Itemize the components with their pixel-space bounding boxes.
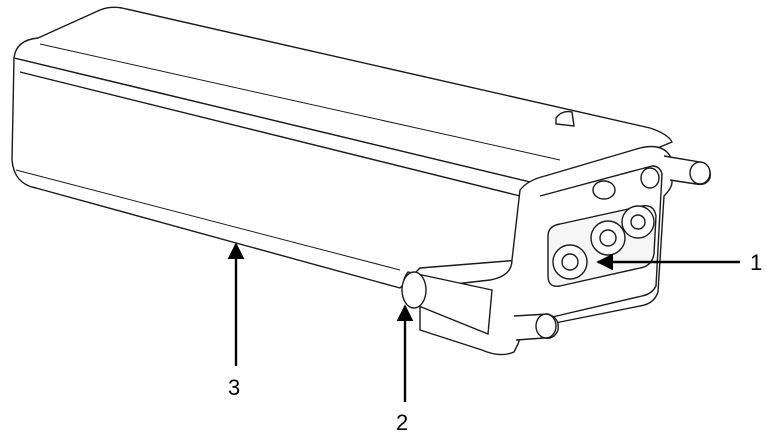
connector-socket-right-inner: [630, 214, 646, 230]
callout-arrows: [227, 242, 740, 402]
connector-socket-center-inner: [599, 229, 617, 247]
end-plate-inner: [539, 165, 663, 319]
housing-side-face: [11, 57, 531, 289]
connector-socket-left-inner: [561, 253, 579, 271]
callout-1-label: 1: [750, 250, 762, 275]
callout-2-label: 2: [396, 410, 408, 435]
lower-pin-tip: [535, 313, 557, 339]
housing-edge-line: [39, 43, 561, 161]
housing-edge-line: [19, 71, 521, 197]
upper-pin-tip: [689, 161, 711, 185]
boss-right: [640, 167, 660, 189]
hinge-shaft-end: [401, 271, 427, 309]
housing: [11, 6, 673, 289]
back-boss: [555, 110, 575, 127]
pins: [401, 110, 711, 341]
housing-edge-line: [15, 169, 401, 271]
callout-3-label: 3: [228, 375, 240, 400]
boss-left: [592, 180, 616, 200]
